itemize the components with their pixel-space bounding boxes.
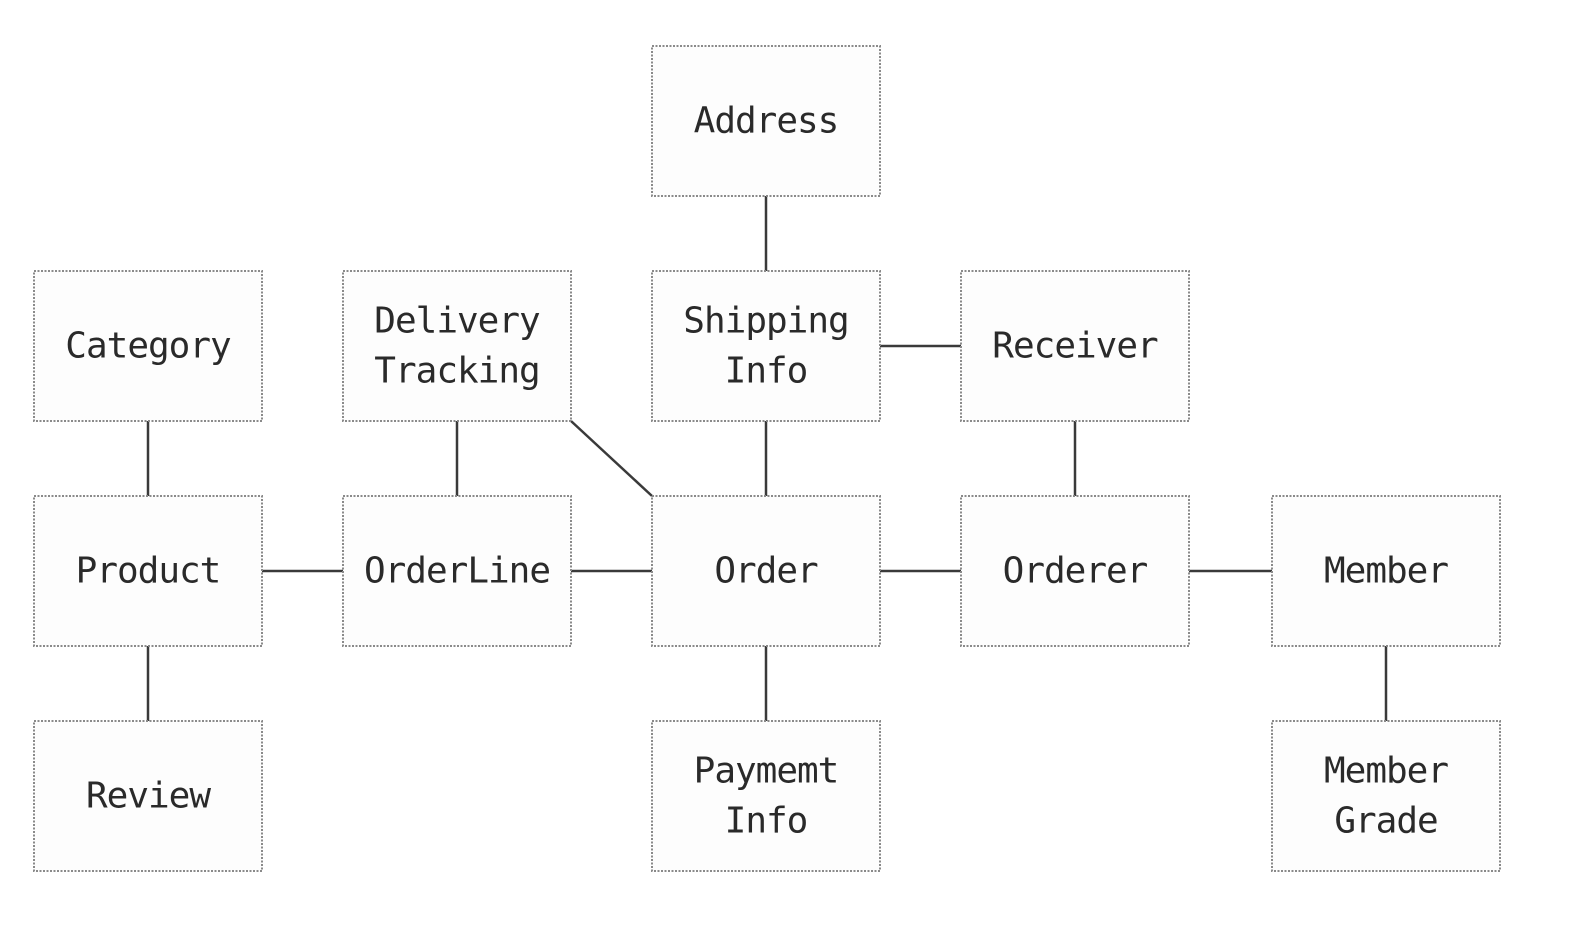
node-label-member-grade: Grade	[1334, 801, 1437, 842]
node-address: Address	[651, 45, 881, 197]
node-label-delivery-tracking: Tracking	[374, 351, 539, 392]
node-box-member-grade	[1271, 720, 1501, 872]
node-box-review	[33, 720, 263, 872]
node-label-receiver: Receiver	[992, 326, 1158, 367]
node-label-orderer: Orderer	[1003, 551, 1148, 592]
node-label-orderline: OrderLine	[364, 551, 550, 592]
node-label-order: Order	[714, 551, 818, 592]
node-label-member: Member	[1324, 551, 1448, 592]
node-box-category	[33, 270, 263, 422]
node-box-delivery-tracking	[342, 270, 572, 422]
node-orderline: OrderLine	[342, 495, 572, 647]
node-box-order	[651, 495, 881, 647]
node-label-product: Product	[76, 551, 221, 592]
node-label-review: Review	[86, 776, 211, 817]
node-label-payment-info: Info	[725, 801, 808, 842]
node-orderer: Orderer	[960, 495, 1190, 647]
node-label-address: Address	[694, 101, 839, 142]
node-box-receiver	[960, 270, 1190, 422]
node-box-shipping-info	[651, 270, 881, 422]
node-box-payment-info	[651, 720, 881, 872]
node-box-product	[33, 495, 263, 647]
node-label-shipping-info: Info	[725, 351, 808, 392]
node-box-orderline	[342, 495, 572, 647]
node-box-address	[651, 45, 881, 197]
node-review: Review	[33, 720, 263, 872]
node-receiver: Receiver	[960, 270, 1190, 422]
node-box-orderer	[960, 495, 1190, 647]
node-order: Order	[651, 495, 881, 647]
node-label-payment-info: Paymemt	[694, 751, 839, 792]
node-product: Product	[33, 495, 263, 647]
node-label-member-grade: Member	[1324, 751, 1448, 792]
edges-layer	[146, 196, 1388, 721]
node-label-category: Category	[65, 326, 231, 367]
node-member: Member	[1271, 495, 1501, 647]
node-label-delivery-tracking: Delivery	[374, 301, 540, 342]
node-label-shipping-info: Shipping	[683, 301, 848, 342]
node-category: Category	[33, 270, 263, 422]
edge-delivery-tracking-order	[570, 420, 653, 497]
node-box-member	[1271, 495, 1501, 647]
